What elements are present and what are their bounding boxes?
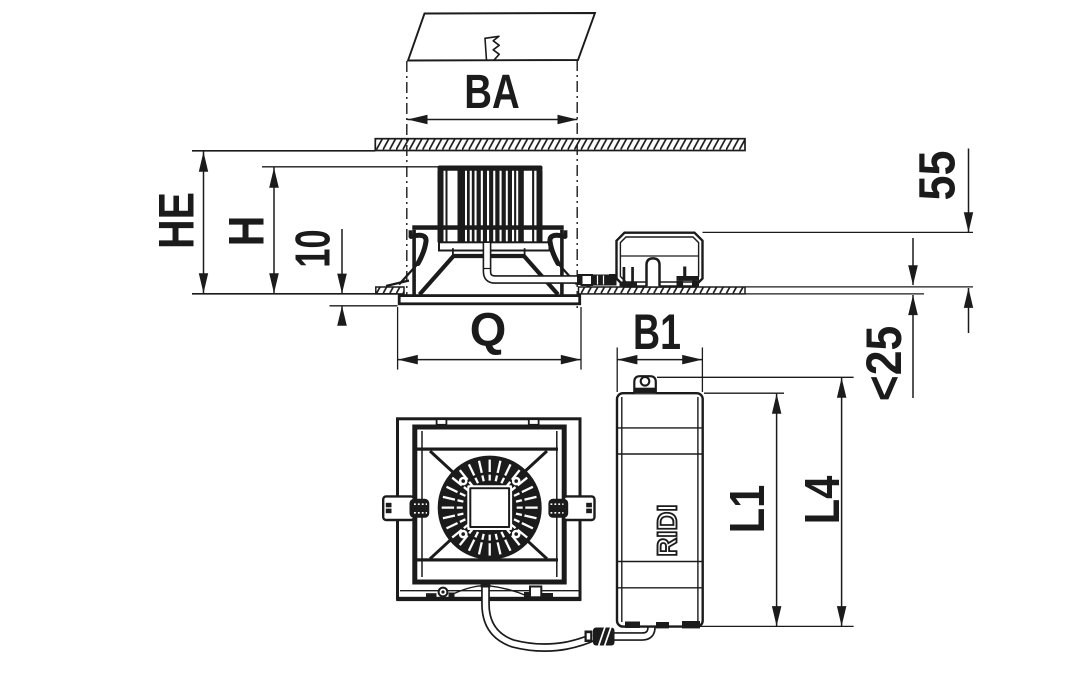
svg-text:<25: <25	[857, 326, 913, 401]
svg-text:B1: B1	[633, 305, 681, 360]
svg-text:BA: BA	[464, 66, 519, 119]
svg-text:HE: HE	[149, 192, 205, 249]
svg-text:H: H	[218, 216, 274, 247]
svg-text:Q: Q	[470, 303, 507, 356]
svg-text:L4: L4	[795, 475, 850, 524]
svg-text:RIDI: RIDI	[652, 504, 683, 556]
svg-text:10: 10	[285, 229, 339, 267]
svg-text:55: 55	[910, 151, 966, 201]
svg-text:L1: L1	[720, 485, 775, 534]
